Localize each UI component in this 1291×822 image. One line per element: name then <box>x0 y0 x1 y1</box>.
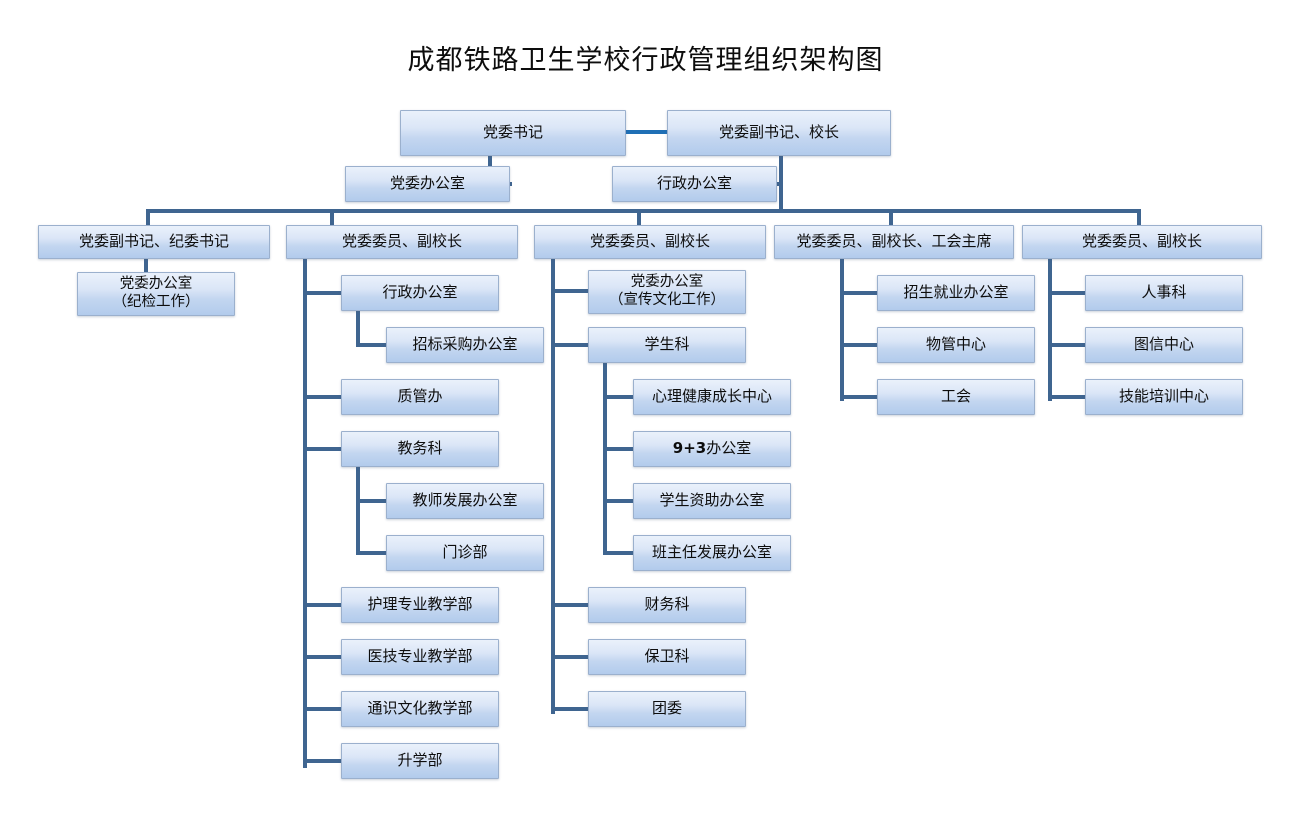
connector-col3-c2-stub-1 <box>603 395 634 399</box>
connector-col2-stub-3 <box>303 447 342 451</box>
node-col2-academic-affairs[interactable]: 教务科 <box>341 431 499 467</box>
connector-col2-stub-6 <box>303 707 342 711</box>
node-col3-security-dept[interactable]: 保卫科 <box>588 639 746 675</box>
connector-col3-c2-stub-2 <box>603 447 634 451</box>
connector-col4-trunk <box>840 258 844 401</box>
connector-col3-stub-4 <box>551 655 589 659</box>
node-col3-finance-dept[interactable]: 财务科 <box>588 587 746 623</box>
connector-col3-stub-1 <box>551 289 589 293</box>
connector-col2-c3-stub-1 <box>356 499 387 503</box>
node-col5-head[interactable]: 党委委员、副校长 <box>1022 225 1262 259</box>
node-col2-general-culture-teaching-dept[interactable]: 通识文化教学部 <box>341 691 499 727</box>
connector-col3-c2-trunk <box>603 363 607 555</box>
nine-plus-three-label: 9+3 <box>672 439 707 458</box>
node-col3-psych-health-center[interactable]: 心理健康成长中心 <box>633 379 791 415</box>
connector-col2-c3-stub-2 <box>356 551 387 555</box>
page-title: 成都铁路卫生学校行政管理组织架构图 <box>407 45 884 76</box>
node-col3-student-affairs[interactable]: 学生科 <box>588 327 746 363</box>
node-col3-youth-league[interactable]: 团委 <box>588 691 746 727</box>
node-col3-homeroom-teacher-dev-office[interactable]: 班主任发展办公室 <box>633 535 791 571</box>
node-col4-head[interactable]: 党委委员、副校长、工会主席 <box>774 225 1014 259</box>
connector-col2-trunk <box>303 258 307 768</box>
connector-col5-stub-1 <box>1048 291 1086 295</box>
connector-col5-stub-2 <box>1048 343 1086 347</box>
node-col1-child-party-office-discipline[interactable]: 党委办公室 （纪检工作） <box>77 272 235 316</box>
node-col2-medical-tech-teaching-dept[interactable]: 医技专业教学部 <box>341 639 499 675</box>
node-deputy-secretary-principal[interactable]: 党委副书记、校长 <box>667 110 891 156</box>
node-col4-admissions-employment-office[interactable]: 招生就业办公室 <box>877 275 1035 311</box>
connector-col2-c1-trunk <box>356 311 360 347</box>
node-col3-party-office-propaganda[interactable]: 党委办公室 （宣传文化工作） <box>588 270 746 314</box>
node-col2-teacher-development-office[interactable]: 教师发展办公室 <box>386 483 544 519</box>
node-col3-nine-plus-three-office[interactable]: 9+3办公室 <box>633 431 791 467</box>
node-party-secretary[interactable]: 党委书记 <box>400 110 626 156</box>
node-col2-head[interactable]: 党委委员、副校长 <box>286 225 518 259</box>
connector-bus-drop-col5 <box>1137 209 1141 227</box>
nine-plus-three-suffix: 办公室 <box>706 439 752 458</box>
node-admin-office-top[interactable]: 行政办公室 <box>612 166 777 202</box>
connector-col5-trunk <box>1048 258 1052 401</box>
node-col4-property-management-center[interactable]: 物管中心 <box>877 327 1035 363</box>
node-col4-labor-union[interactable]: 工会 <box>877 379 1035 415</box>
connector-col2-stub-5 <box>303 655 342 659</box>
node-col2-advancement-dept[interactable]: 升学部 <box>341 743 499 779</box>
connector-col4-stub-1 <box>840 291 878 295</box>
connector-col3-stub-5 <box>551 707 589 711</box>
connector-col3-stub-3 <box>551 603 589 607</box>
connector-bus-drop-col4 <box>889 209 893 227</box>
connector-col3-c2-stub-4 <box>603 551 634 555</box>
connector-col1-trunk <box>144 258 148 280</box>
connector-bus-drop-col1 <box>146 209 150 227</box>
node-col2-admin-office[interactable]: 行政办公室 <box>341 275 499 311</box>
node-col2-clinic[interactable]: 门诊部 <box>386 535 544 571</box>
node-col5-personnel-dept[interactable]: 人事科 <box>1085 275 1243 311</box>
connector-col5-stub-3 <box>1048 395 1086 399</box>
connector-level2-bus <box>146 209 1141 213</box>
connector-col4-stub-3 <box>840 395 878 399</box>
connector-top-pair <box>613 130 681 134</box>
node-col1-head[interactable]: 党委副书记、纪委书记 <box>38 225 270 259</box>
connector-col2-c1-stub <box>356 343 387 347</box>
connector-bus-drop-col3 <box>637 209 641 227</box>
connector-col3-stub-2 <box>551 343 589 347</box>
connector-col4-stub-2 <box>840 343 878 347</box>
node-col3-head[interactable]: 党委委员、副校长 <box>534 225 766 259</box>
node-col3-student-aid-office[interactable]: 学生资助办公室 <box>633 483 791 519</box>
node-party-office-top[interactable]: 党委办公室 <box>345 166 510 202</box>
connector-col3-c2-stub-3 <box>603 499 634 503</box>
node-col2-bidding-procurement-office[interactable]: 招标采购办公室 <box>386 327 544 363</box>
connector-col2-stub-1 <box>303 291 342 295</box>
connector-col2-stub-7 <box>303 759 342 763</box>
connector-col2-stub-2 <box>303 395 342 399</box>
node-col5-skills-training-center[interactable]: 技能培训中心 <box>1085 379 1243 415</box>
connector-bus-drop-col2 <box>330 209 334 227</box>
node-col5-library-information-center[interactable]: 图信中心 <box>1085 327 1243 363</box>
node-col2-nursing-teaching-dept[interactable]: 护理专业教学部 <box>341 587 499 623</box>
connector-col2-stub-4 <box>303 603 342 607</box>
connector-col3-trunk <box>551 258 555 714</box>
connector-col2-c3-trunk <box>356 467 360 555</box>
node-col2-quality-office[interactable]: 质管办 <box>341 379 499 415</box>
